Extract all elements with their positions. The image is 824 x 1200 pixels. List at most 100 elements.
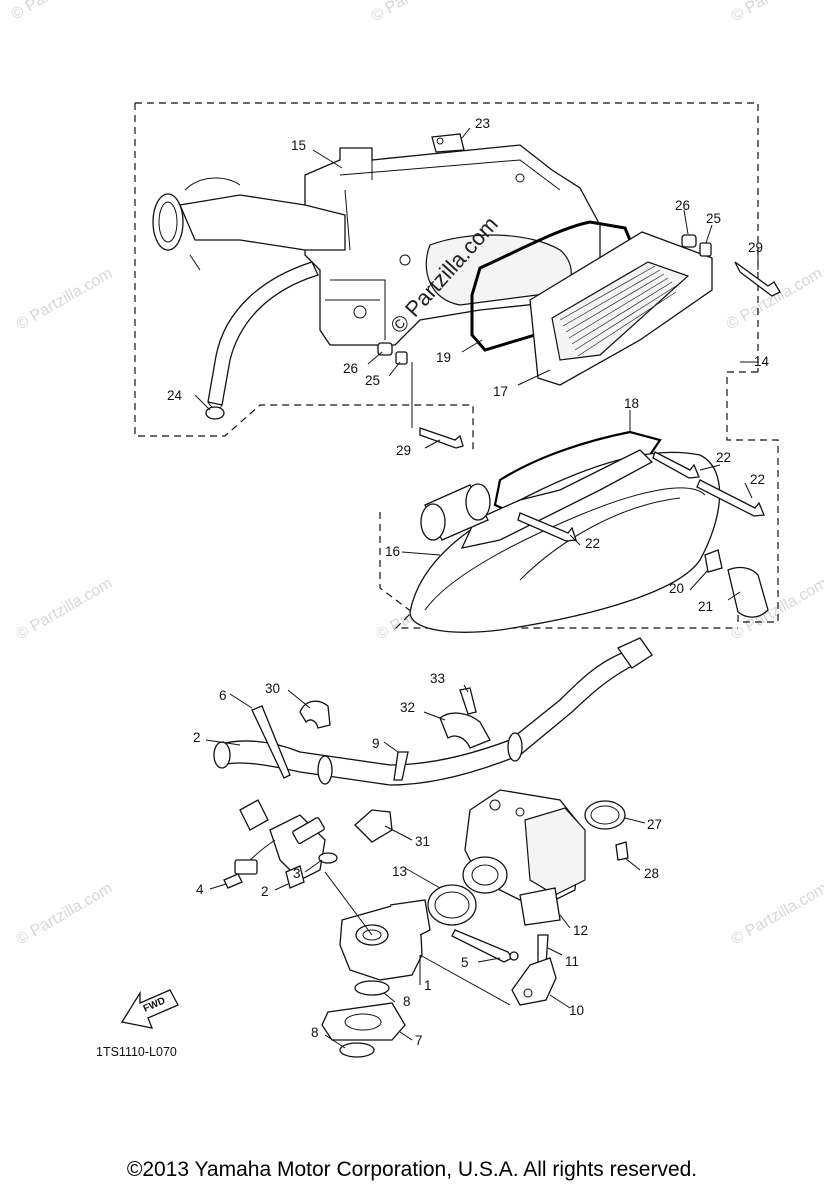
- filter-element-17: [529, 231, 713, 386]
- callout-13: 13: [392, 864, 407, 879]
- injector-body: [292, 817, 325, 845]
- callout-19: 19: [436, 350, 451, 365]
- sensor-coupler: [234, 859, 258, 875]
- callout-5: 5: [461, 955, 469, 970]
- callout-20: 21: [698, 599, 713, 614]
- bracket-23: [431, 133, 465, 153]
- collar-25: [699, 242, 712, 257]
- callout-32: 32: [400, 700, 415, 715]
- callout-18: 18: [624, 396, 639, 411]
- callout-24: 24: [167, 388, 183, 403]
- callout-7: 7: [415, 1033, 423, 1048]
- intake-snorkel-end: [465, 483, 491, 521]
- callout-25: 25: [706, 211, 721, 226]
- clamp-27-inner: [590, 805, 620, 825]
- part-2-small: [285, 865, 305, 889]
- drain-plug-20: [727, 566, 769, 618]
- clamp-13: [427, 884, 477, 926]
- leader-lines: [194, 127, 759, 1049]
- air-filter-case: [152, 144, 601, 409]
- callout-15: 15: [291, 138, 306, 153]
- clamp-27: [584, 800, 626, 830]
- callout-2: 2: [193, 730, 201, 745]
- callout-26: 26: [675, 198, 690, 213]
- hose-end-fitting: [617, 637, 653, 669]
- callout-1: 1: [424, 978, 432, 993]
- watermark: © Partzilla.com: [14, 575, 116, 644]
- callout-3: 3: [293, 866, 301, 881]
- intake-snorkel-end: [420, 503, 446, 541]
- intake-manifold-1: [339, 899, 431, 981]
- screw-22: [517, 512, 577, 542]
- callout-29: 29: [748, 240, 763, 255]
- watermark: © Partzilla.com: [14, 265, 116, 334]
- pin-4: [223, 873, 243, 889]
- callout-26: 26: [343, 361, 358, 376]
- hose-clamp-24: [205, 406, 225, 420]
- callout-12: 12: [573, 923, 588, 938]
- callout-30: 30: [265, 681, 280, 696]
- hose-band: [507, 732, 523, 762]
- bolt-9: [393, 751, 409, 781]
- o-ring-3: [318, 852, 338, 864]
- bracket-10-hole: [523, 988, 533, 998]
- bracket-23-hole: [436, 137, 444, 145]
- clamp-30: [299, 700, 331, 729]
- assembly-line: [324, 871, 511, 1006]
- o-ring-8: [339, 1042, 375, 1058]
- throttle-body-12: [462, 789, 586, 926]
- callout-10: 10: [569, 1003, 584, 1018]
- callout-6: 6: [219, 688, 227, 703]
- watermark: © Partzilla.com: [9, 0, 111, 23]
- callout-22: 22: [585, 536, 600, 551]
- callout-27: 27: [647, 817, 662, 832]
- bolt-6: [251, 705, 291, 779]
- callout-23: 23: [475, 116, 490, 131]
- fwd-arrow: FWD: [120, 989, 179, 1029]
- clamp-13-inner: [434, 891, 470, 919]
- collar-25: [395, 351, 408, 365]
- callout-22: 22: [750, 472, 765, 487]
- callout-29: 29: [396, 443, 411, 458]
- watermark: © Partzilla.com: [724, 265, 824, 334]
- watermark: © Partzilla.com: [729, 880, 824, 949]
- callout-21: 20: [669, 581, 684, 596]
- diagram-code: 1TS1110-L070: [96, 1045, 177, 1059]
- assembly-boundary-upper: [134, 102, 779, 623]
- band-5: [451, 929, 513, 963]
- callout-11: 11: [565, 954, 579, 969]
- screw-22: [696, 479, 765, 517]
- watermark: © Partzilla.com: [14, 880, 116, 949]
- callout-31: 31: [415, 834, 430, 849]
- gasket-7: [321, 1002, 406, 1041]
- grommet-26: [681, 234, 697, 248]
- assembly-boundary-lower: [379, 512, 738, 629]
- clamp-21: [704, 549, 723, 573]
- bracket-left: [239, 799, 269, 831]
- cleaner-cover-16: [409, 449, 721, 633]
- bolt-29: [734, 261, 781, 297]
- callout-2: 2: [261, 884, 269, 899]
- callout-28: 28: [644, 866, 659, 881]
- callout-4: 4: [196, 882, 204, 897]
- callout-22: 22: [716, 450, 731, 465]
- watermark: © Partzilla.com: [369, 0, 471, 25]
- screw-22: [652, 451, 700, 479]
- callout-8: 8: [311, 1025, 319, 1040]
- o-ring-8: [354, 980, 390, 996]
- hose-band: [317, 755, 333, 785]
- clamp-32: [439, 712, 491, 749]
- copyright-notice: ©2013 Yamaha Motor Corporation, U.S.A. A…: [126, 1158, 698, 1181]
- band-5-end: [509, 951, 519, 961]
- callout-33: 33: [430, 671, 445, 686]
- callout-9: 9: [372, 736, 380, 751]
- gasket-7-hole: [344, 1013, 382, 1031]
- callout-25: 25: [365, 373, 380, 388]
- callout-14: 14: [754, 354, 770, 369]
- callout-16: 16: [385, 544, 400, 559]
- callout-17: 17: [493, 384, 508, 399]
- bracket-10: [511, 957, 557, 1006]
- joint-end: [213, 741, 231, 769]
